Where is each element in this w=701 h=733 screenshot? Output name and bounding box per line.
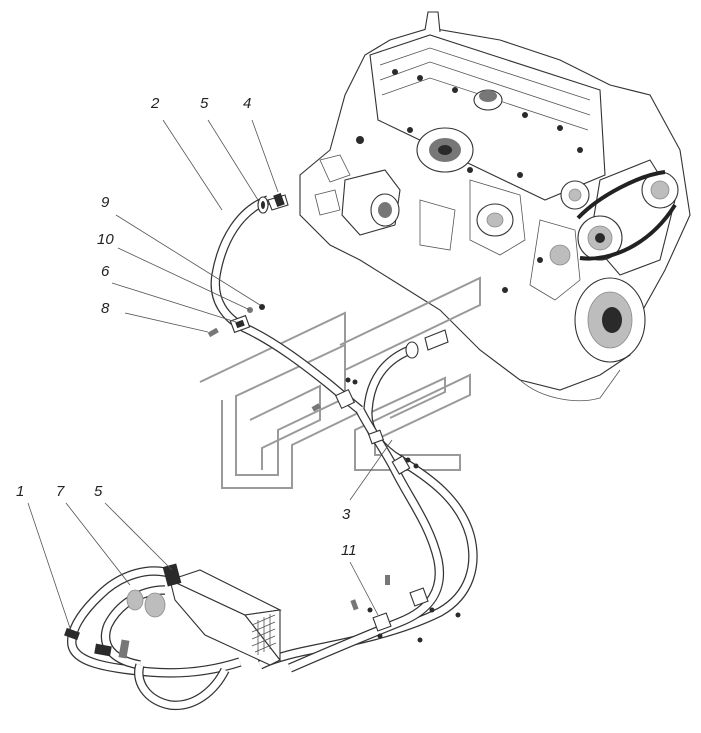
callout-5-top: 5 — [200, 95, 209, 112]
callout-11: 11 — [341, 542, 357, 559]
callout-8: 8 — [101, 300, 110, 317]
hose-3-main — [257, 345, 478, 670]
heater-fittings — [64, 563, 182, 659]
intake-housing — [416, 127, 474, 173]
callout-4: 4 — [243, 95, 251, 112]
mid-clamp-brackets — [311, 377, 419, 475]
heater-unit — [64, 563, 282, 666]
watermark-logo — [199, 276, 481, 489]
callout-10: 10 — [97, 231, 114, 248]
hose-3-return — [288, 407, 444, 673]
oil-filler-cap — [473, 89, 503, 111]
callout-labels: 2 5 4 9 10 6 8 3 1 7 5 11 — [16, 95, 357, 559]
fitting-4-elbow — [267, 192, 289, 211]
bracket-6 — [229, 314, 251, 334]
starter-motor — [341, 169, 401, 236]
hose-1-heater-loop — [67, 566, 242, 710]
crankshaft-damper — [574, 277, 646, 363]
heater-core-grille — [251, 614, 277, 655]
callout-2: 2 — [150, 95, 160, 112]
engine-block — [299, 11, 691, 402]
bolt-8 — [207, 327, 219, 338]
callout-1: 1 — [16, 483, 24, 500]
clamp-5-upper — [257, 196, 269, 214]
engine-outlet-fitting — [405, 329, 449, 359]
fasteners-11 — [350, 575, 461, 643]
callout-7: 7 — [56, 483, 65, 500]
callout-9: 9 — [101, 194, 110, 211]
nut-9 — [259, 304, 265, 310]
front-pulleys — [560, 159, 679, 276]
callout-3: 3 — [342, 506, 351, 523]
callout-5-bottom: 5 — [94, 483, 103, 500]
engine-side-details — [314, 127, 581, 301]
callout-6: 6 — [101, 263, 110, 280]
leader-lines — [27, 119, 393, 629]
